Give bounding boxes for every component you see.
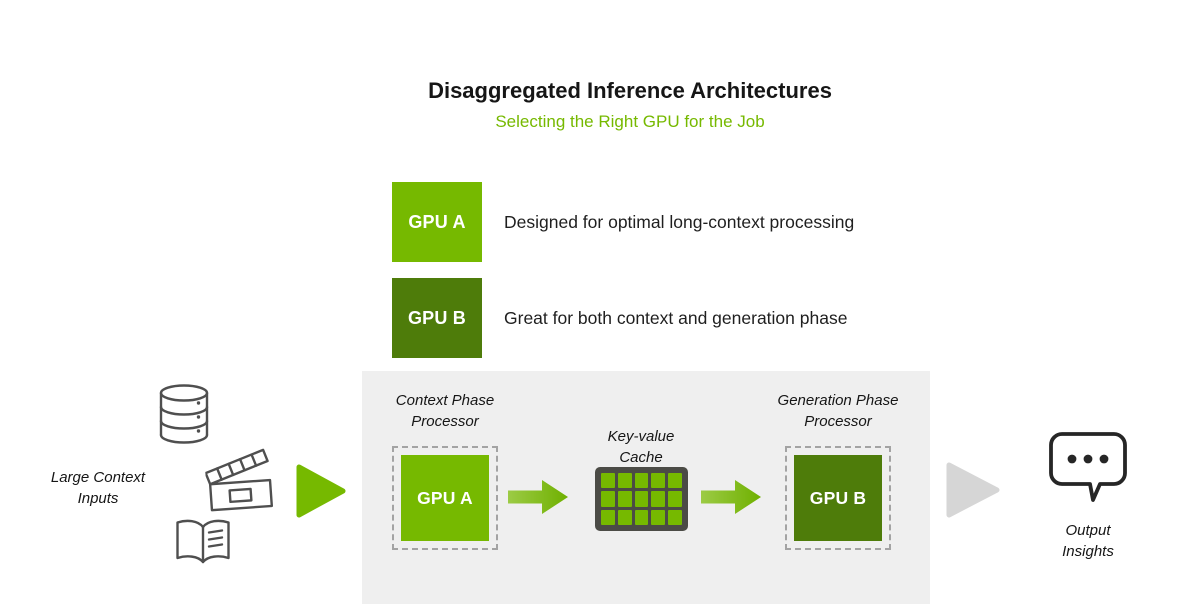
generation-gpu-tile: GPU B — [794, 455, 882, 541]
cache-title-line2: Cache — [619, 449, 663, 466]
generation-gpu-container: GPU B — [785, 446, 891, 550]
input-label-line1: Large Context — [50, 469, 146, 486]
kv-cache-cell — [634, 491, 649, 507]
gpu-b-legend-label: GPU B — [407, 307, 466, 328]
open-book-icon — [176, 519, 230, 564]
cache-title-line1: Key-value — [607, 428, 675, 445]
context-gpu-container: GPU A — [392, 446, 498, 550]
header: Disaggregated Inference Architectures Se… — [300, 78, 960, 132]
kv-cache-cell — [668, 473, 682, 489]
gpu-a-legend-label: GPU A — [408, 211, 466, 232]
kv-cache-icon — [595, 467, 688, 531]
kv-cache-cell — [601, 509, 615, 525]
kv-cache-cell — [651, 509, 666, 525]
kv-cache-cell — [668, 491, 682, 507]
kv-cache-cell — [601, 491, 615, 507]
cache-title: Key-value Cache — [566, 426, 716, 468]
kv-cache-grid — [601, 473, 682, 525]
output-label-line2: Insights — [1062, 543, 1114, 560]
context-stage-title: Context Phase Processor — [355, 390, 535, 432]
generation-stage-title-line1: Generation Phase — [777, 392, 899, 409]
kv-cache-cell — [617, 509, 632, 525]
kv-cache-cell — [668, 509, 682, 525]
input-label: Large Context Inputs — [18, 467, 178, 509]
context-to-cache-arrow-icon — [508, 480, 568, 514]
context-gpu-label: GPU A — [417, 487, 473, 508]
context-stage-title-line1: Context Phase — [395, 392, 495, 409]
gpu-b-legend-description: Great for both context and generation ph… — [504, 307, 848, 328]
context-gpu-tile: GPU A — [401, 455, 489, 541]
kv-cache-cell — [651, 473, 666, 489]
legend-item-gpu-b: GPU B Great for both context and generat… — [392, 278, 854, 358]
kv-cache-cell — [617, 473, 632, 489]
gpu-a-legend-swatch: GPU A — [392, 182, 482, 262]
kv-cache-cell — [634, 509, 649, 525]
generation-gpu-label: GPU B — [809, 487, 867, 508]
generation-stage-title-line2: Processor — [804, 413, 872, 430]
output-label-line1: Output — [1065, 522, 1111, 539]
legend: GPU A Designed for optimal long-context … — [392, 182, 854, 374]
legend-item-gpu-a: GPU A Designed for optimal long-context … — [392, 182, 854, 262]
output-label: Output Insights — [1038, 520, 1138, 562]
output-arrow-icon — [946, 462, 1000, 518]
kv-cache-cell — [617, 491, 632, 507]
chat-bubble-icon — [1049, 432, 1127, 502]
diagram-subtitle: Selecting the Right GPU for the Job — [495, 112, 765, 131]
input-arrow-icon — [296, 464, 346, 518]
database-icon — [159, 384, 209, 444]
gpu-a-legend-description: Designed for optimal long-context proces… — [504, 211, 855, 232]
kv-cache-cell — [601, 473, 615, 489]
diagram-title: Disaggregated Inference Architectures — [428, 78, 832, 103]
cache-to-generation-arrow-icon — [701, 480, 761, 514]
generation-stage-title: Generation Phase Processor — [748, 390, 928, 432]
kv-cache-cell — [634, 473, 649, 489]
gpu-b-legend-swatch: GPU B — [392, 278, 482, 358]
clapperboard-icon — [204, 448, 274, 512]
context-stage-title-line2: Processor — [411, 413, 479, 430]
kv-cache-cell — [651, 491, 666, 507]
input-label-line2: Inputs — [77, 490, 119, 507]
